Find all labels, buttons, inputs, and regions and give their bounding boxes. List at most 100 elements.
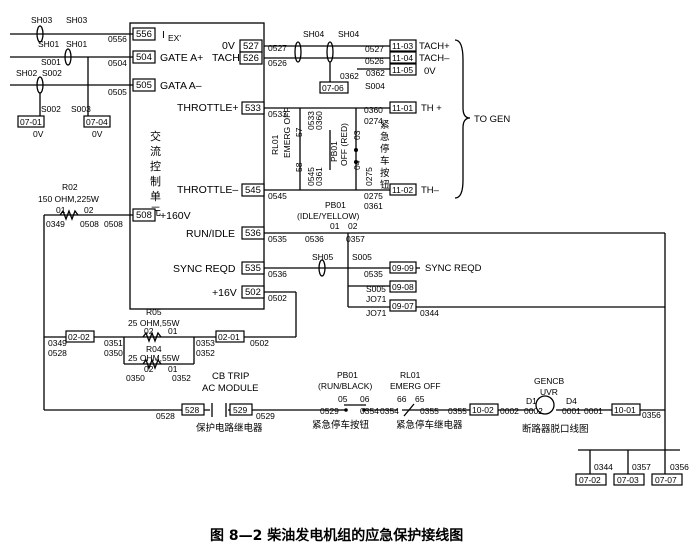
pin-label-gata-a-minus: GATA A–	[160, 80, 202, 92]
wire-0355: 0355	[420, 406, 439, 416]
wire-0355b: 0355	[448, 406, 467, 416]
wire-0528b: 0528	[156, 411, 175, 421]
wire-0529b: 0529	[320, 406, 339, 416]
r02-pin-01: 01	[56, 205, 66, 215]
wire-0526a: 0526	[268, 58, 287, 68]
terminal-07-07: 07-07	[655, 475, 677, 485]
wire-0275: 0275	[364, 191, 383, 201]
pin-526: 526	[243, 53, 259, 64]
shield-sh04b: SH04	[338, 29, 360, 39]
r04-r05-network: 02-02 02-01 R05 25 OHM,55W 02 01 R04 25 …	[44, 307, 296, 383]
terminal-07-03: 07-03	[617, 475, 639, 485]
pin-label-sync-reqd: SYNC REQD	[173, 263, 236, 275]
terminal-02-02: 02-02	[68, 332, 90, 342]
r04-pin-01: 01	[168, 364, 178, 374]
shield-sh04: SH04	[303, 29, 325, 39]
pb01-run-pin-05: 05	[338, 394, 348, 404]
wire-0529: 0529	[256, 411, 275, 421]
wire-0527b: 0527	[365, 44, 384, 54]
pin-label-throttle-plus: THROTTLE+	[177, 102, 239, 114]
r04-pin-02: 02	[144, 364, 154, 374]
pin-528: 528	[185, 405, 199, 415]
shield-sh03b: SH03	[66, 15, 88, 25]
pb01-run-sub: (RUN/BLACK)	[318, 381, 372, 391]
wire-0361a: 0361	[364, 201, 383, 211]
pb01-run-pin-06: 06	[360, 394, 370, 404]
terminal-02-01: 02-01	[218, 332, 240, 342]
shield-sh01b: SH01	[66, 39, 88, 49]
wire-0533a: 0533	[268, 109, 287, 119]
label-th-plus: TH +	[421, 103, 442, 114]
pin-508: 508	[136, 210, 152, 221]
pin-504: 504	[136, 52, 152, 63]
cb-trip-label: CB TRIP	[212, 371, 249, 382]
shield-sh05: SH05	[312, 252, 334, 262]
r05-pin-01: 01	[168, 326, 178, 336]
wire-0357b: 0357	[632, 462, 651, 472]
pb01-pin-04: 04	[352, 160, 362, 170]
d1-label: D1	[526, 396, 537, 406]
shield-s002b: S002	[41, 104, 61, 114]
wire-0526b: 0526	[365, 56, 384, 66]
pin-556: 556	[136, 29, 152, 40]
pin-536: 536	[245, 228, 261, 239]
wire-0362a: 0362	[340, 71, 359, 81]
r02-pin-02: 02	[84, 205, 94, 215]
svg-text:单: 单	[150, 190, 161, 203]
pb01-pin-03: 03	[352, 130, 362, 140]
terminal-07-01: 07-01	[20, 117, 42, 127]
r05-pin-02: 02	[144, 326, 154, 336]
shield-jo71b: JO71	[366, 308, 387, 318]
shield-s005b: S005	[366, 284, 386, 294]
wire-0353: 0353	[196, 338, 215, 348]
wire-0344: 0344	[420, 308, 439, 318]
wire-0356c: 0356	[670, 462, 689, 472]
left-input-wiring: SH03 SH03 SH01 SH01 SH02 S002 S001 0556 …	[10, 15, 133, 139]
label-to-gen: TO GEN	[474, 114, 510, 125]
wire-0533b: 0533	[306, 111, 316, 130]
rl01-vertical-sub: EMERG OFF	[282, 107, 292, 158]
wire-0504: 0504	[108, 58, 127, 68]
wire-0505: 0505	[108, 87, 127, 97]
tach-wiring: SH04 SH04 0527 0526 0527 0526 0362 0362 …	[264, 29, 450, 94]
svg-text:急: 急	[380, 131, 390, 143]
wire-0502a: 0502	[268, 293, 287, 303]
wire-0354b: 0354	[380, 406, 399, 416]
svg-text:交: 交	[150, 129, 161, 143]
estop-button-label: 紧急停车按钮	[312, 419, 370, 431]
r04-value: 25 OHM,55W	[128, 353, 180, 363]
wire-0536a: 0536	[305, 234, 324, 244]
rl01-vertical: RL01	[270, 134, 280, 155]
svg-text:流: 流	[150, 144, 161, 158]
run-idle-sync-wiring: PB01 (IDLE/YELLOW) 01 02 0535 0536 0357 …	[264, 200, 666, 410]
rl01-pin-66: 66	[397, 394, 407, 404]
label-0v-a: 0V	[33, 129, 44, 139]
svg-text:控: 控	[150, 159, 161, 173]
ac-module-label: AC MODULE	[202, 383, 258, 394]
label-0v-tach: 0V	[424, 66, 436, 77]
pin-529: 529	[233, 405, 247, 415]
wire-0360b: 0360	[314, 111, 324, 130]
terminal-10-01: 10-01	[614, 405, 636, 415]
shield-s005: S005	[352, 252, 372, 262]
wire-0361b: 0361	[314, 167, 324, 186]
wire-0344b: 0344	[594, 462, 613, 472]
pb01-idle-sub: (IDLE/YELLOW)	[297, 211, 360, 221]
pin-527: 527	[243, 41, 259, 52]
wire-0527a: 0527	[268, 43, 287, 53]
shield-sh01: SH01	[38, 39, 60, 49]
terminal-11-03: 11-03	[392, 41, 413, 51]
svg-text:制: 制	[150, 175, 161, 188]
pin-533: 533	[245, 103, 261, 114]
pb01-idle-pin-02: 02	[348, 221, 358, 231]
shield-s004: S004	[365, 81, 385, 91]
pin-label-0v: 0V	[222, 40, 235, 52]
label-th-minus: TH–	[421, 185, 440, 196]
module-right-pins: 0V 527 TACH 526 THROTTLE+ 533 THROTTLE– …	[173, 39, 265, 299]
wire-0535a: 0535	[268, 234, 287, 244]
wire-0001b: 0001	[584, 406, 603, 416]
r05-label: R05	[146, 307, 162, 317]
pin-502: 502	[245, 287, 261, 298]
pb01-run-label: PB01	[337, 370, 358, 380]
pin-label-plus160: +160V	[160, 210, 191, 222]
